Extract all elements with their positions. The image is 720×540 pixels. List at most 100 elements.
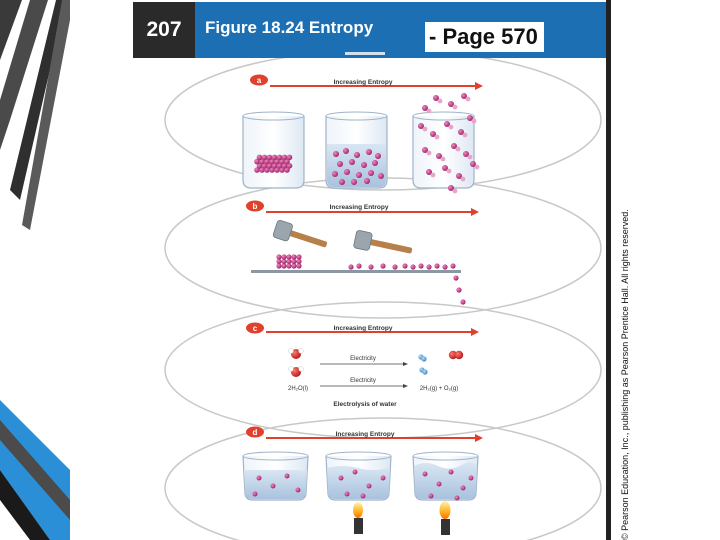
- liquid-particle: [349, 159, 355, 165]
- gas-particle: [456, 173, 462, 179]
- gas-particle: [448, 185, 454, 191]
- panel-d-letter: d: [253, 428, 258, 437]
- gas-particle: [461, 93, 467, 99]
- solid-particle: [284, 158, 290, 165]
- solid-particle: [271, 163, 278, 169]
- gas-particle: [458, 129, 464, 135]
- gas-particle: [426, 150, 432, 156]
- slide-theme-decoration: [0, 0, 70, 540]
- dissolved-particle: [454, 495, 460, 501]
- solid-particle: [284, 167, 290, 173]
- equation-products: 2H₂(g) + O₂(g): [420, 386, 459, 392]
- equation-reactant: 2H₂O(l): [288, 386, 308, 392]
- gas-particle: [455, 146, 461, 152]
- solid-particle: [269, 167, 275, 173]
- entropy-illustration: a Increasing Entropy: [164, 58, 602, 540]
- scattered-particle: [392, 264, 398, 270]
- solid-particle: [256, 154, 263, 161]
- dissolved-particle: [460, 485, 466, 491]
- block-particle: [281, 254, 287, 260]
- dissolved-particle: [360, 493, 366, 499]
- solid-particle: [254, 167, 260, 173]
- scattered-particle: [380, 263, 386, 269]
- solid-particle: [269, 158, 275, 165]
- dissolved-particle: [448, 469, 454, 475]
- gas-particle: [451, 143, 457, 149]
- figure-panel: 207 Figure 18.24 Entropy - Page 570: [133, 2, 606, 540]
- right-edge-strip: [606, 0, 611, 540]
- liquid-particle: [366, 149, 372, 155]
- water-molecule-2: [288, 366, 304, 377]
- dissolved-particle: [256, 475, 262, 481]
- panel-a: a Increasing Entropy: [242, 74, 483, 194]
- block-particle: [291, 258, 297, 265]
- scattered-particle: [418, 263, 424, 269]
- solid-particle: [261, 163, 268, 169]
- dissolved-particle: [422, 471, 428, 477]
- solid-particle: [259, 158, 265, 165]
- block-particle: [296, 254, 302, 260]
- electricity-label-bottom: Electricity: [350, 378, 376, 384]
- solid-particle: [264, 167, 270, 173]
- solid-particle: [274, 158, 280, 165]
- solid-particle: [254, 158, 260, 165]
- liquid-particle: [372, 160, 378, 166]
- panel-a-letter: a: [257, 76, 262, 85]
- block-particle: [276, 263, 282, 269]
- liquid-particle: [368, 170, 374, 176]
- solid-particle: [261, 154, 268, 161]
- dissolved-particle: [366, 483, 372, 489]
- gas-particle: [436, 153, 442, 159]
- gas-particle: [448, 124, 454, 130]
- solid-particle: [266, 163, 273, 169]
- block-particle: [286, 263, 292, 269]
- block-particle: [296, 258, 302, 265]
- gas-particle: [452, 104, 458, 110]
- gas-particle: [462, 132, 468, 138]
- beaker-warm: [325, 451, 392, 501]
- dissolved-particle: [284, 473, 290, 479]
- liquid-particle: [332, 171, 338, 177]
- electricity-label-top: Electricity: [350, 356, 376, 362]
- gas-particle: [460, 176, 466, 182]
- gas-particle: [426, 108, 432, 114]
- dissolved-particle: [270, 483, 276, 489]
- liquid-particle: [354, 152, 360, 158]
- panel-a-arrowhead: [475, 82, 483, 90]
- block-particle: [276, 254, 282, 260]
- panel-d: d Increasing Entropy: [242, 426, 483, 535]
- gas-particle: [430, 131, 436, 137]
- gas-particle: [422, 147, 428, 153]
- gas-particle: [446, 168, 452, 174]
- liquid-particle: [339, 179, 345, 185]
- solid-particle: [276, 154, 283, 161]
- panel-d-badge: [246, 426, 264, 438]
- liquid-particle: [356, 172, 362, 178]
- panel-b-badge: [246, 200, 264, 212]
- block-particle: [291, 254, 297, 260]
- solid-particle: [271, 154, 278, 161]
- scattered-particle: [356, 263, 362, 269]
- liquid-particle: [337, 161, 343, 167]
- liquid-particle: [378, 173, 384, 179]
- page-reference: - Page 570: [425, 22, 544, 52]
- solid-particle: [286, 163, 293, 169]
- liquid-particle: [364, 178, 370, 184]
- scattered-particle: [442, 264, 448, 270]
- gas-particle: [426, 169, 432, 175]
- panel-a-heading: Increasing Entropy: [334, 79, 393, 86]
- block-particle: [276, 258, 282, 265]
- beaker-cold: [242, 451, 309, 501]
- dissolved-particle: [380, 475, 386, 481]
- panel-c-letter: c: [253, 324, 258, 333]
- dissolved-particle: [338, 475, 344, 481]
- gas-particle: [465, 96, 471, 102]
- gas-particle: [430, 172, 436, 178]
- liquid-particle: [375, 153, 381, 159]
- block-particle: [286, 254, 292, 260]
- panel-c-heading: Increasing Entropy: [334, 325, 393, 332]
- figure-title: Figure 18.24 Entropy: [205, 18, 374, 37]
- panel-b-oval: [164, 177, 602, 319]
- burner-warm: [353, 502, 363, 534]
